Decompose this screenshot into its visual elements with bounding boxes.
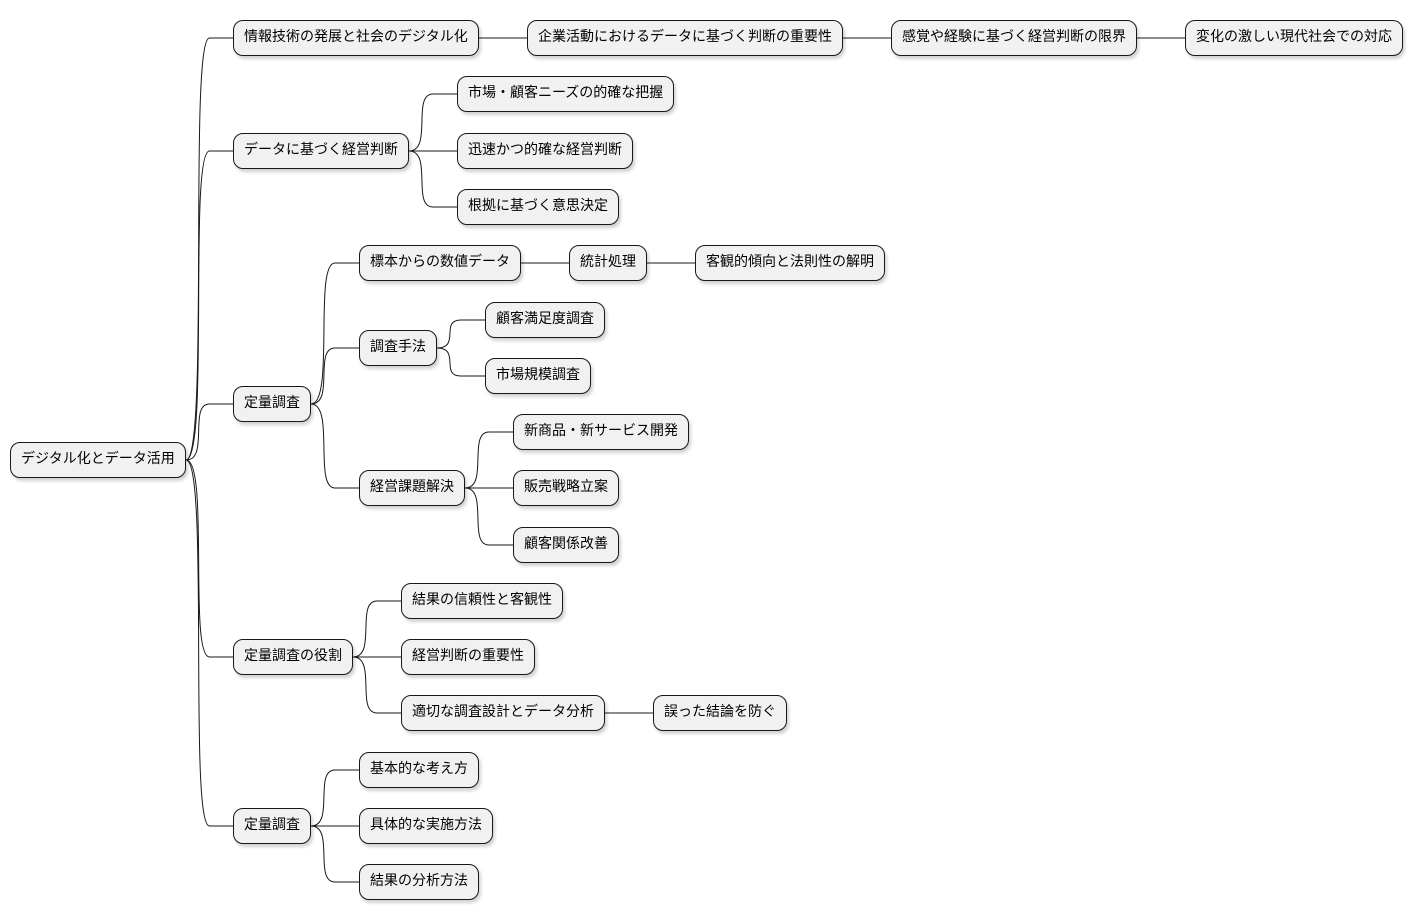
- connector-node-b2-2-node-b2-2-0: [464, 431, 513, 489]
- node-b2-2: 経営課題解決: [359, 470, 465, 506]
- node-b4-0: 基本的な考え方: [359, 752, 479, 788]
- connector-node-b1-node-b1-2: [408, 150, 457, 208]
- connector-node-b1-node-b1-0: [408, 93, 457, 152]
- node-b0: 情報技術の発展と社会のデジタル化: [233, 20, 479, 56]
- node-b2-1-0: 顧客満足度調査: [485, 302, 605, 338]
- connector-node-b3-node-b3-0: [352, 600, 401, 658]
- node-b3-2-0: 誤った結論を防ぐ: [653, 695, 787, 731]
- node-b2: 定量調査: [233, 386, 311, 422]
- node-b2-2-2: 顧客関係改善: [513, 527, 619, 563]
- node-b1-2: 根拠に基づく意思決定: [457, 189, 619, 225]
- node-b3-0: 結果の信頼性と客観性: [401, 583, 563, 619]
- connector-node-root-node-b1: [185, 150, 233, 461]
- connector-node-b2-node-b2-0: [310, 262, 359, 405]
- node-b1-0: 市場・顧客ニーズの的確な把握: [457, 76, 675, 112]
- node-b3-1: 経営判断の重要性: [401, 639, 535, 675]
- connector-node-root-node-b4: [185, 459, 233, 827]
- connector-node-b4-node-b4-0: [310, 769, 359, 827]
- node-root: デジタル化とデータ活用: [10, 442, 186, 478]
- node-b1-1: 迅速かつ的確な経営判断: [457, 133, 633, 169]
- node-b2-0: 標本からの数値データ: [359, 245, 521, 281]
- node-b0-0: 企業活動におけるデータに基づく判断の重要性: [527, 20, 843, 56]
- node-b3-2: 適切な調査設計とデータ分析: [401, 695, 605, 731]
- node-b4: 定量調査: [233, 808, 311, 844]
- connector-node-b2-1-node-b2-1-0: [436, 319, 485, 349]
- connector-node-b4-node-b4-2: [310, 825, 359, 883]
- node-b2-2-0: 新商品・新サービス開発: [513, 414, 689, 450]
- connector-node-root-node-b0: [185, 37, 233, 461]
- node-b2-1-1: 市場規模調査: [485, 358, 591, 394]
- node-b1: データに基づく経営判断: [233, 133, 409, 169]
- connector-node-b3-node-b3-2: [352, 656, 401, 714]
- connector-node-root-node-b2: [185, 403, 233, 461]
- node-b0-0-0: 感覚や経験に基づく経営判断の限界: [891, 20, 1137, 56]
- node-b4-1: 具体的な実施方法: [359, 808, 493, 844]
- node-b3: 定量調査の役割: [233, 639, 353, 675]
- node-b2-1: 調査手法: [359, 330, 437, 366]
- node-b2-0-0-0: 客観的傾向と法則性の解明: [695, 245, 885, 281]
- connector-node-b2-2-node-b2-2-2: [464, 487, 513, 546]
- connector-node-b2-node-b2-2: [310, 403, 359, 489]
- connector-node-b2-1-node-b2-1-1: [436, 347, 485, 377]
- connector-node-root-node-b3: [185, 459, 233, 658]
- node-b4-2: 結果の分析方法: [359, 864, 479, 900]
- node-b2-2-1: 販売戦略立案: [513, 470, 619, 506]
- node-b0-0-0-0: 変化の激しい現代社会での対応: [1185, 20, 1403, 56]
- connector-node-b2-node-b2-1: [310, 347, 359, 405]
- node-b2-0-0: 統計処理: [569, 245, 647, 281]
